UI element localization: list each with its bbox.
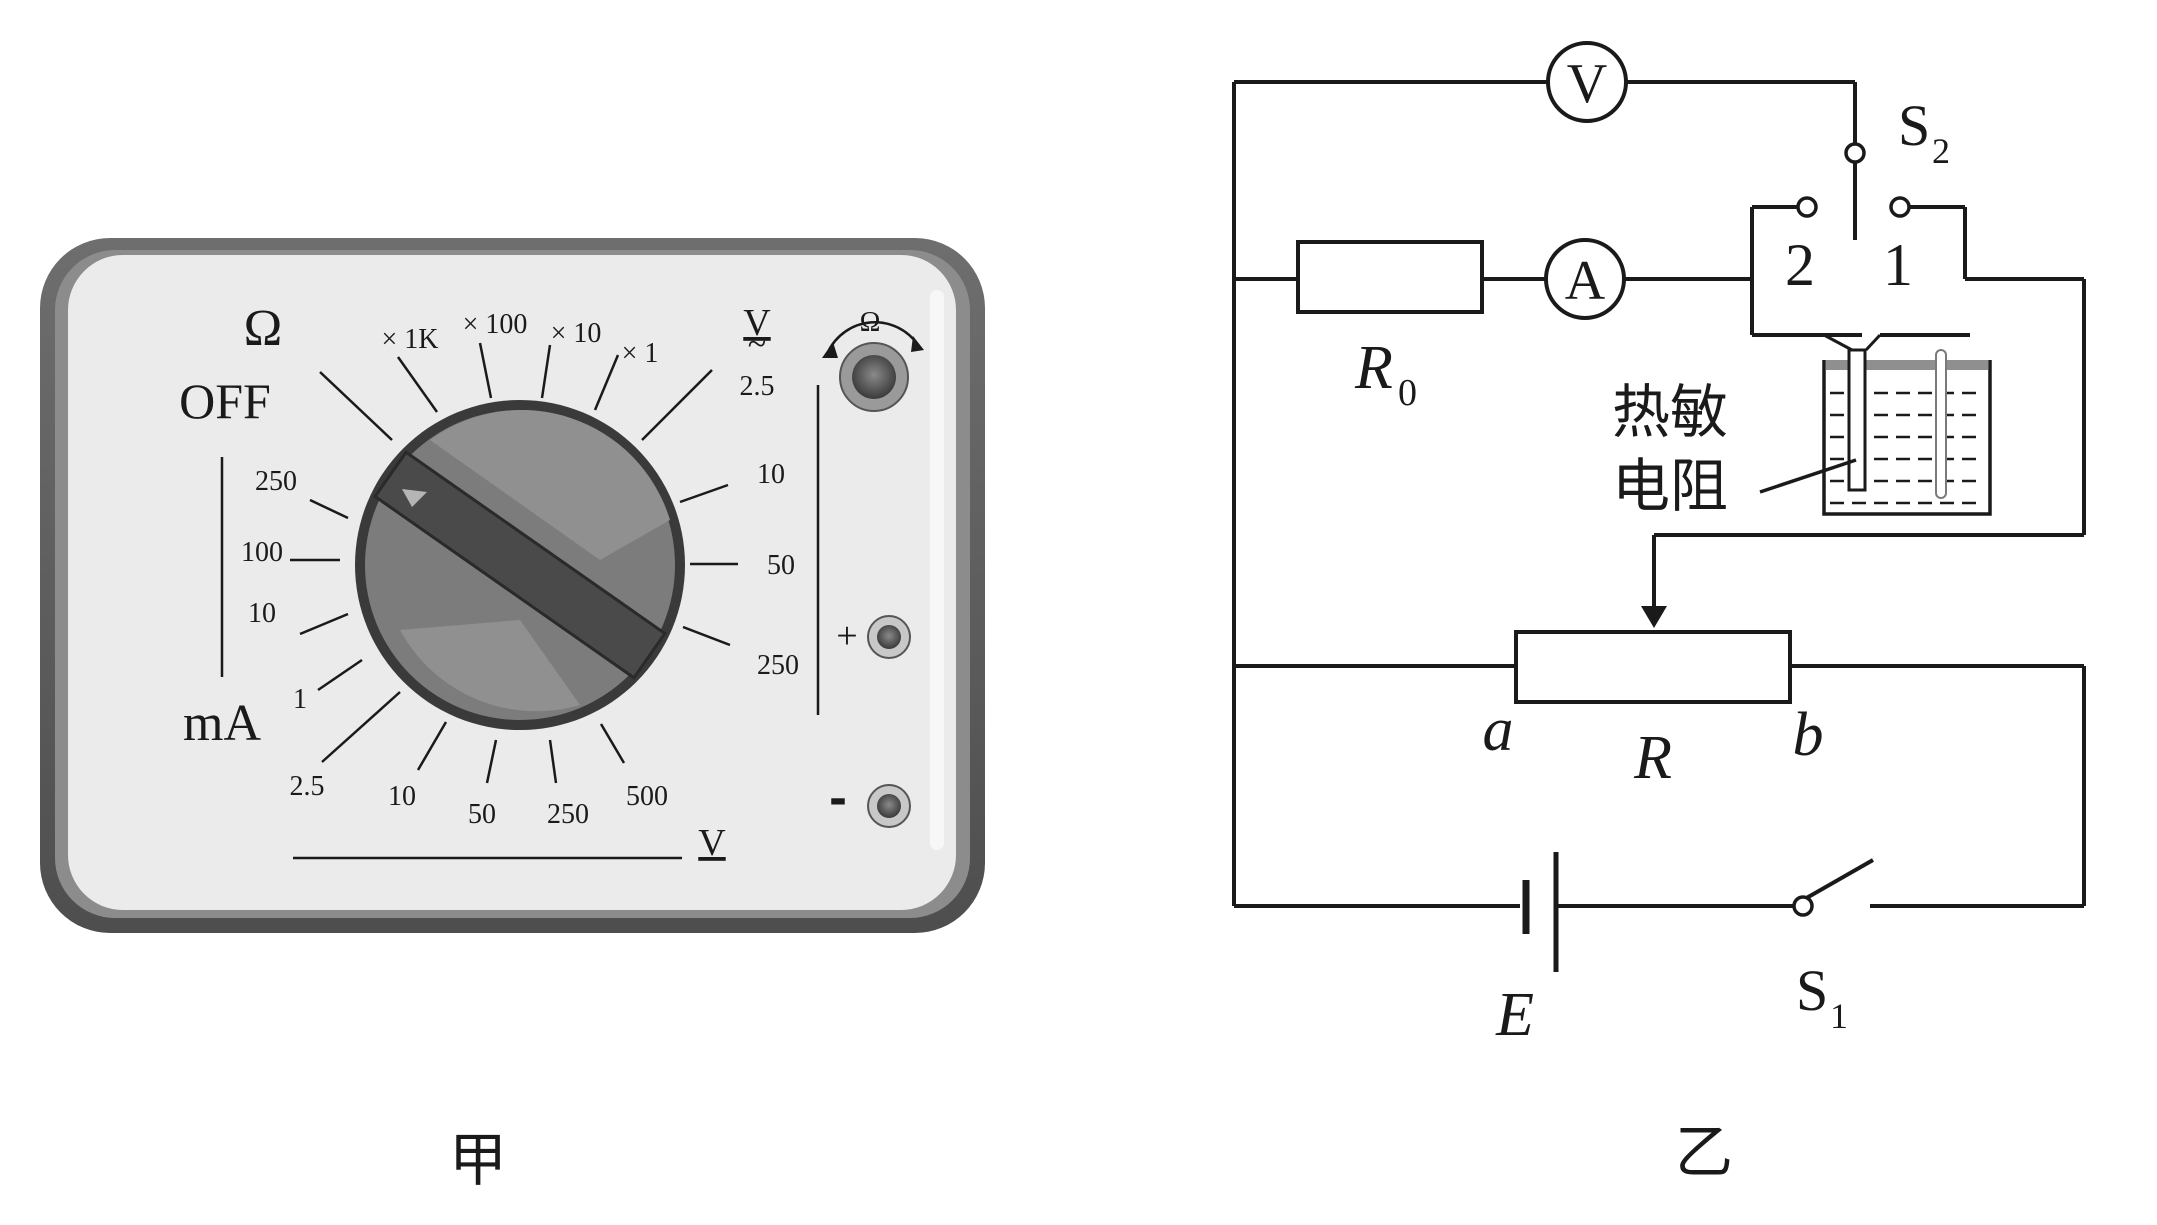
beaker bbox=[1822, 333, 1992, 516]
s1-subscript: 1 bbox=[1830, 996, 1848, 1036]
ammeter: A bbox=[1544, 238, 1626, 320]
minus-jack[interactable] bbox=[867, 784, 911, 828]
s2-label: S bbox=[1898, 93, 1930, 158]
thermistor-label-line1: 热敏 bbox=[1612, 380, 1728, 445]
caption-yi: 乙 bbox=[1675, 1120, 1733, 1185]
plus-jack[interactable] bbox=[867, 615, 911, 659]
s1-pivot bbox=[1792, 895, 1814, 917]
multimeter: Ω OFF mA V ~ V Ω + - × 1K × 100 × 10 × 1… bbox=[40, 238, 985, 933]
ma-label: mA bbox=[183, 695, 261, 752]
ma-range-label: 10 bbox=[248, 598, 276, 629]
dial-tick-marks bbox=[220, 342, 820, 860]
vac-range-labels: 2.5 10 50 250 bbox=[740, 371, 800, 681]
rheostat-r bbox=[1514, 630, 1792, 704]
s1-label: S bbox=[1796, 958, 1828, 1023]
minus-label: - bbox=[829, 774, 847, 825]
range-selector-knob[interactable] bbox=[355, 400, 685, 730]
vac-range-label: 50 bbox=[767, 550, 795, 581]
r0-label: R bbox=[1354, 334, 1393, 402]
ohm-range-label: × 1 bbox=[622, 338, 659, 369]
s2-pivot bbox=[1844, 142, 1866, 164]
rheostat-label: R bbox=[1633, 724, 1672, 792]
ohm-label: Ω bbox=[244, 300, 283, 357]
ohm-adjust-arrow-left-head-icon bbox=[822, 342, 838, 358]
ma-range-label: 1 bbox=[293, 684, 307, 715]
slider-arrow-icon bbox=[1641, 606, 1667, 628]
rheostat-end-a-label: a bbox=[1483, 696, 1514, 764]
knob-pointer-arrow-icon bbox=[402, 489, 427, 507]
vdc-range-label: 50 bbox=[468, 799, 496, 830]
ohm-adjust-knob[interactable] bbox=[839, 342, 909, 412]
vac-range-label: 250 bbox=[757, 650, 799, 681]
thermistor-pointer-line bbox=[1759, 458, 1857, 494]
thermistor-probe bbox=[1847, 348, 1867, 492]
ohm-range-label: × 100 bbox=[463, 309, 528, 340]
vdc-range-label: 250 bbox=[547, 799, 589, 830]
s1-blade bbox=[1802, 858, 1874, 902]
vdc-range-labels: 2.5 10 50 250 500 bbox=[290, 771, 669, 830]
ammeter-label: A bbox=[1565, 250, 1606, 312]
switch-terminals bbox=[1792, 142, 1911, 917]
vdc-range-label: 10 bbox=[388, 781, 416, 812]
meter-face-edge-highlight bbox=[930, 290, 944, 850]
ohm-range-labels: × 1K × 100 × 10 × 1 bbox=[381, 309, 658, 369]
vdc-range-label: 2.5 bbox=[290, 771, 325, 802]
ohm-adjust-arrow-icon bbox=[826, 321, 920, 353]
vdc-range-label: 500 bbox=[626, 781, 668, 812]
thermistor-label-line2: 电阻 bbox=[1612, 454, 1728, 519]
rheostat-end-b-label: b bbox=[1793, 701, 1824, 769]
resistor-r0 bbox=[1296, 240, 1484, 314]
voltmeter-label: V bbox=[1567, 53, 1607, 115]
thermometer-icon bbox=[1935, 349, 1947, 499]
voltmeter: V bbox=[1546, 41, 1628, 123]
ma-range-labels: 250 100 10 1 bbox=[241, 466, 307, 715]
ohm-range-label: × 10 bbox=[551, 318, 602, 349]
vac-tilde: ~ bbox=[748, 326, 766, 363]
circuit bbox=[1232, 80, 2086, 972]
s2-contact-1 bbox=[1889, 196, 1911, 218]
off-label: OFF bbox=[179, 373, 271, 429]
emf-label: E bbox=[1495, 981, 1534, 1049]
position-2-label: 2 bbox=[1785, 232, 1815, 298]
caption-jia: 甲 bbox=[449, 1128, 507, 1193]
ohm-range-label: × 1K bbox=[381, 324, 438, 355]
knob-pointer-bar bbox=[372, 450, 668, 680]
s2-contact-2 bbox=[1796, 196, 1818, 218]
knob-ohm-label: Ω bbox=[860, 307, 881, 338]
vac-range-label: 10 bbox=[757, 459, 785, 490]
plus-label: + bbox=[836, 615, 857, 657]
vdc-label: V bbox=[698, 822, 726, 864]
ohm-adjust-arrow-right-head-icon bbox=[911, 336, 924, 352]
r0-subscript: 0 bbox=[1398, 372, 1417, 414]
s2-subscript: 2 bbox=[1932, 131, 1950, 171]
vac-label: V bbox=[743, 302, 771, 344]
position-1-label: 1 bbox=[1883, 232, 1913, 298]
ma-range-label: 100 bbox=[241, 537, 283, 568]
vac-range-label: 2.5 bbox=[740, 371, 775, 402]
ma-range-label: 250 bbox=[255, 466, 297, 497]
